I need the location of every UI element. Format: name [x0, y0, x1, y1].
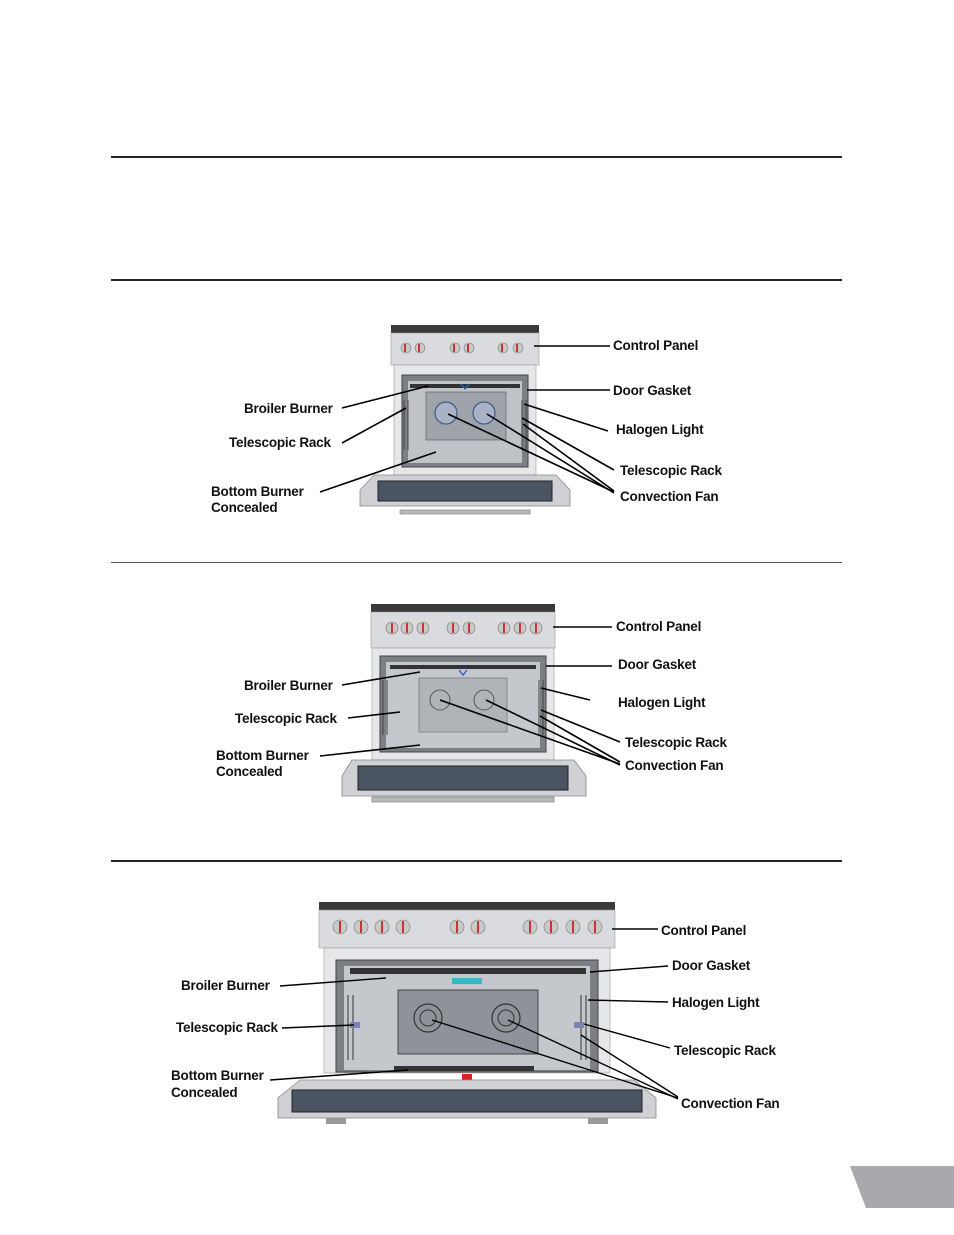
header-rule-bottom [111, 279, 842, 281]
convection-fan-label: Convection Fan [625, 758, 724, 773]
telescopic-rack-left-label: Telescopic Rack [235, 711, 337, 726]
telescopic-rack-right-label: Telescopic Rack [620, 463, 722, 478]
control-panel-label: Control Panel [613, 338, 699, 353]
door-gasket-label: Door Gasket [618, 657, 697, 672]
telescopic-rack-left-label: Telescopic Rack [176, 1020, 278, 1035]
bottom-burner-label: Bottom Burner [211, 484, 304, 499]
range-diagram-36: Control Panel Door Gasket Halogen Light … [216, 604, 727, 803]
section-divider-1 [111, 562, 842, 563]
convection-fan-label: Convection Fan [681, 1096, 780, 1111]
bottom-burner-label: Bottom Burner [216, 748, 309, 763]
range-illustration-36 [319, 604, 621, 803]
control-panel-label: Control Panel [616, 619, 702, 634]
door-gasket-label: Door Gasket [613, 383, 692, 398]
telescopic-rack-left-label: Telescopic Rack [229, 435, 331, 450]
halogen-light-label: Halogen Light [618, 695, 706, 710]
bottom-burner-concealed-label: Concealed [211, 500, 278, 515]
control-panel-label: Control Panel [661, 923, 747, 938]
section-divider-2 [111, 860, 842, 862]
range-diagram-30: Control Panel Door Gasket Halogen Light … [0, 0, 954, 560]
telescopic-rack-right-label: Telescopic Rack [625, 735, 727, 750]
broiler-burner-label: Broiler Burner [181, 978, 270, 993]
convection-fan-label: Convection Fan [620, 489, 719, 504]
header-rule-top [111, 156, 842, 158]
range-illustration-30 [319, 325, 615, 515]
broiler-burner-label: Broiler Burner [244, 401, 333, 416]
range-illustration-48 [269, 902, 679, 1124]
halogen-light-label: Halogen Light [672, 995, 760, 1010]
bottom-burner-concealed-label: Concealed [216, 764, 283, 779]
broiler-burner-label: Broiler Burner [244, 678, 333, 693]
page-number-tab [850, 1166, 954, 1208]
bottom-burner-label: Bottom Burner [171, 1068, 264, 1083]
telescopic-rack-right-label: Telescopic Rack [674, 1043, 776, 1058]
door-gasket-label: Door Gasket [672, 958, 751, 973]
range-diagram-48: Control Panel Door Gasket Halogen Light … [171, 902, 780, 1124]
bottom-burner-concealed-label: Concealed [171, 1085, 238, 1100]
halogen-light-label: Halogen Light [616, 422, 704, 437]
